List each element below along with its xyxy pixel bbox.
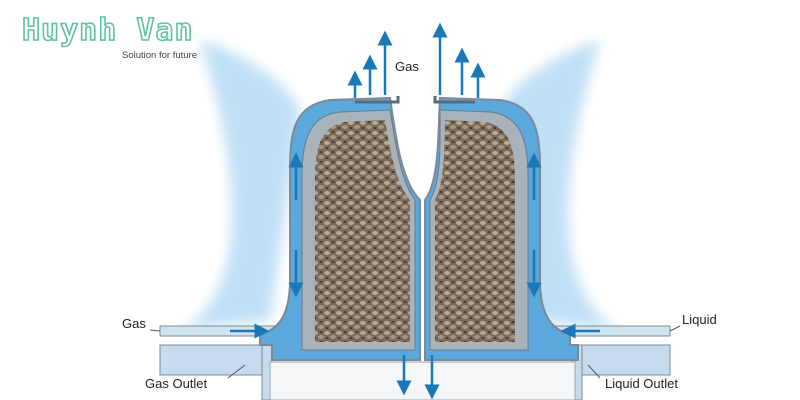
- top-lips: [355, 96, 475, 104]
- gas-outlet-label: Gas Outlet: [145, 376, 208, 391]
- liquid-outlet-pipe: [571, 344, 671, 400]
- leader-lines: [149, 325, 681, 379]
- gas-outlet-pipe: [159, 344, 273, 400]
- logo-title: Huynh Van: [21, 13, 194, 49]
- liquid-inlet-label: Liquid: [682, 312, 717, 327]
- logo: Huynh Van Solution for future: [21, 13, 197, 61]
- gas-top-label: Gas: [395, 59, 419, 74]
- liquid-outlet-label: Liquid Outlet: [605, 376, 678, 391]
- base-chamber: [269, 361, 576, 400]
- logo-tagline: Solution for future: [122, 50, 197, 61]
- flow-arrows: [230, 22, 600, 400]
- gas-inlet-label: Gas: [122, 316, 146, 331]
